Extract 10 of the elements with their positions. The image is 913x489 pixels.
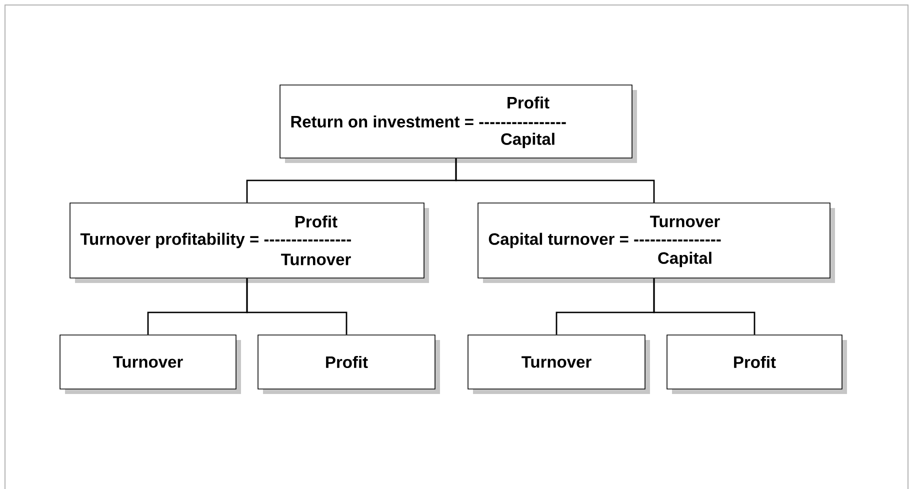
formula-box: Turnover Capital turnover = ---------------- Capital xyxy=(478,202,835,283)
text-box: Turnover xyxy=(468,334,650,394)
formula-box: Profit Turnover profitability = ---------------- Turnover xyxy=(70,202,429,283)
connector xyxy=(246,278,348,335)
connector xyxy=(455,158,655,203)
formula-box: Profit Return on investment = ---------------- Capital xyxy=(280,84,637,163)
text-box: Profit xyxy=(666,334,847,394)
text-box: Turnover xyxy=(60,334,241,394)
connector xyxy=(653,278,756,335)
text-box: Profit xyxy=(258,334,440,394)
